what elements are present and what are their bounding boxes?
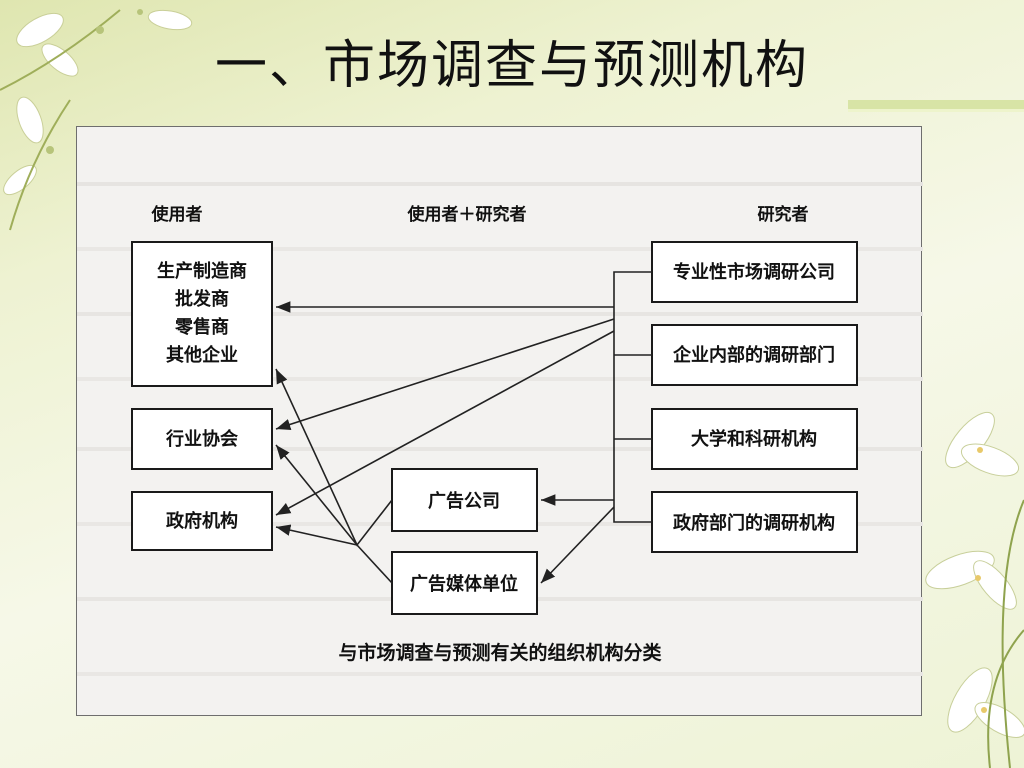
label-wholesaler: 批发商	[175, 288, 229, 310]
slide-title: 一、市场调查与预测机构	[214, 36, 809, 96]
label-ad-agency: 广告公司	[428, 490, 500, 512]
arrow-to-ad-media	[540, 506, 615, 584]
box-manufacturers	[131, 241, 273, 387]
org-diagram-svg: 使用者 使用者＋研究者 研究者 生产制造商 批发商 零售商 其他企业 行业协会 …	[77, 182, 923, 676]
arrow-adagency-to-manufacturers	[275, 368, 393, 547]
title-rule-accent	[848, 109, 1024, 112]
box-ad-media	[391, 551, 538, 615]
title-rule	[848, 100, 1024, 109]
box-industry-association	[131, 408, 273, 470]
header-researchers: 研究者	[758, 204, 809, 225]
label-other-enterprises: 其他企业	[166, 344, 238, 366]
org-classification-figure: 使用者 使用者＋研究者 研究者 生产制造商 批发商 零售商 其他企业 行业协会 …	[76, 126, 923, 716]
arrow-admedia-to-industry	[275, 444, 358, 546]
header-users-researchers: 使用者＋研究者	[407, 204, 527, 225]
label-universities: 大学和科研机构	[691, 428, 817, 450]
box-ad-agency	[391, 468, 538, 532]
arrow-to-government	[275, 330, 615, 516]
figure-caption: 与市场调查与预测有关的组织机构分类	[338, 641, 661, 664]
box-gov-research	[651, 491, 858, 553]
header-users: 使用者	[151, 204, 203, 225]
arrow-to-industry-association	[275, 318, 615, 431]
arrow-admedia-to-government	[275, 524, 358, 546]
label-ad-media: 广告媒体单位	[410, 573, 518, 595]
box-government	[131, 491, 273, 551]
arrow-admedia-join	[356, 544, 393, 584]
label-manufacturer: 生产制造商	[157, 260, 247, 282]
label-gov-research: 政府部门的调研机构	[673, 512, 835, 534]
label-retailer: 零售商	[174, 316, 229, 338]
label-government: 政府机构	[166, 510, 238, 532]
researchers-bracket	[613, 271, 652, 523]
label-corporate-research-dept: 企业内部的调研部门	[672, 344, 835, 366]
label-market-research-firm: 专业性市场调研公司	[673, 261, 835, 283]
label-industry-association: 行业协会	[165, 428, 238, 450]
